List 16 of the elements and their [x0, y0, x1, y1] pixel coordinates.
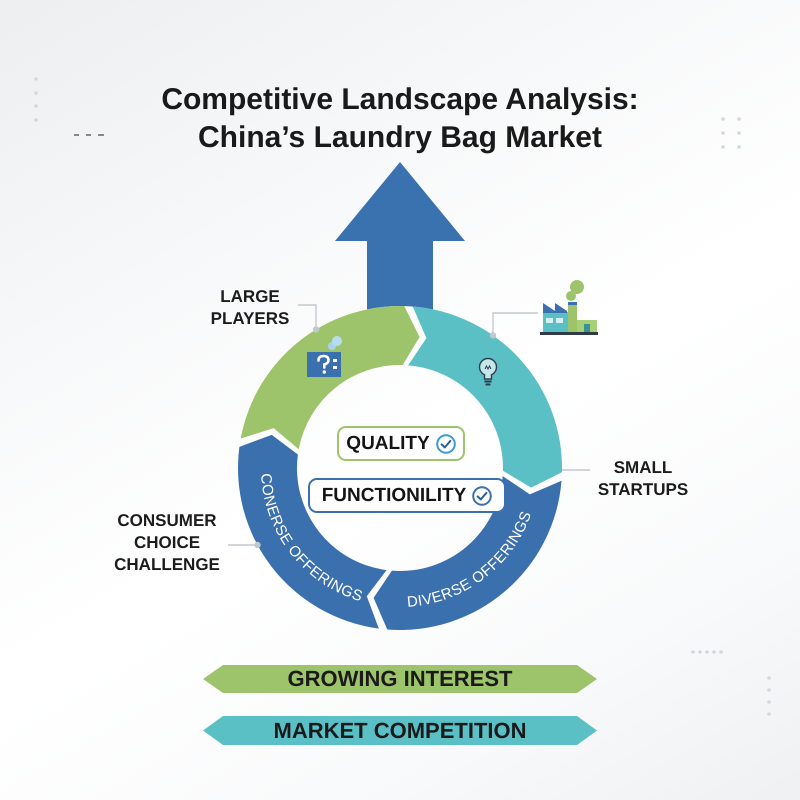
leader-line [298, 304, 320, 333]
leader-line [562, 469, 590, 471]
ribbon-banner [203, 716, 597, 745]
outlined-tag [337, 426, 465, 461]
banner-text: MARKET COMPETITION [272, 717, 528, 745]
outlined-tag [308, 478, 506, 513]
leader-line [490, 312, 538, 339]
title: Competitive Landscape Analysis: China’s Laundry Bag Market [160, 82, 640, 156]
ribbon-banner [203, 665, 597, 693]
tag-text: FUNCTIONILITY [322, 484, 466, 506]
tag-text: QUALITY [346, 432, 430, 454]
callout-label: SMALL STARTUPS [590, 457, 696, 501]
banner-text: GROWING INTEREST [286, 665, 514, 693]
leader-line [228, 542, 261, 548]
callout-label: CONSUMER CHOICE CHALLENGE [106, 510, 228, 576]
callout-label: LARGE PLAYERS [202, 286, 298, 330]
